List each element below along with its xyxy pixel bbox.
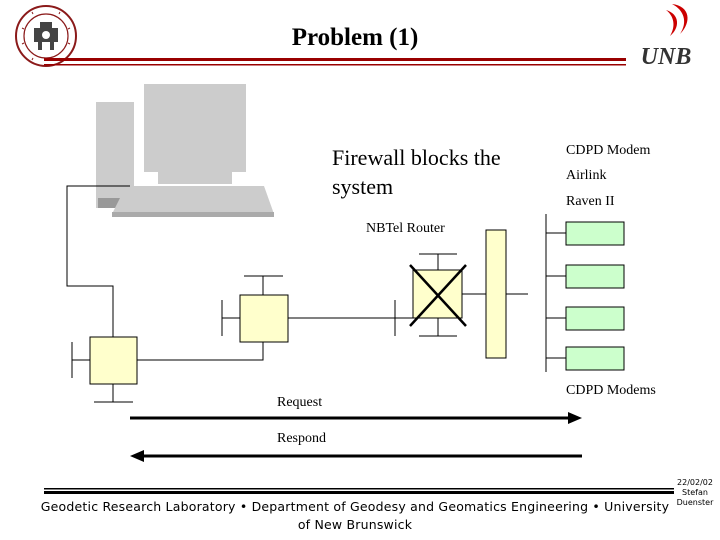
firewall-caption: Firewall blocks the system [332,143,501,201]
network-wiring [66,185,566,403]
firewall-caption-line: Firewall blocks the [332,145,501,170]
modem-box [565,346,625,371]
slide-title: Problem (1) [291,24,419,51]
gateway-box [239,294,289,343]
airlink-label: Airlink [566,168,607,183]
firewall-caption-line: system [332,174,394,199]
respond-label: Respond [277,431,326,446]
footer-author-last: Duenster [676,498,714,507]
cdpd-modem-label: CDPD Modem [566,143,651,158]
footer-date: 22/02/02 [677,478,713,487]
unb-logo: UNB [641,4,692,70]
request-label: Request [277,395,323,410]
header-rule [44,58,626,66]
request-arrow [130,412,582,424]
footer-note: 22/02/02 Stefan Duenster [672,478,718,508]
footer-rule [44,488,674,494]
footer-text: Geodetic Research Laboratory • Departmen… [40,499,670,532]
blocked-x-icon [409,264,467,327]
cdpd-modem-boxes [565,221,625,371]
geodetic-lab-seal-logo [15,5,77,67]
hub-box [485,229,507,359]
modem-box [565,264,625,289]
cdpd-modems-label: CDPD Modems [566,383,656,398]
computer-icon [96,84,274,217]
unb-logo-text: UNB [641,44,692,70]
host-box [89,336,138,385]
router-label: NBTel Router [366,221,445,236]
raven-label: Raven II [566,194,615,209]
modem-box [565,221,625,246]
modem-box [565,306,625,331]
footer-author-first: Stefan [682,488,708,497]
respond-arrow [130,450,582,462]
